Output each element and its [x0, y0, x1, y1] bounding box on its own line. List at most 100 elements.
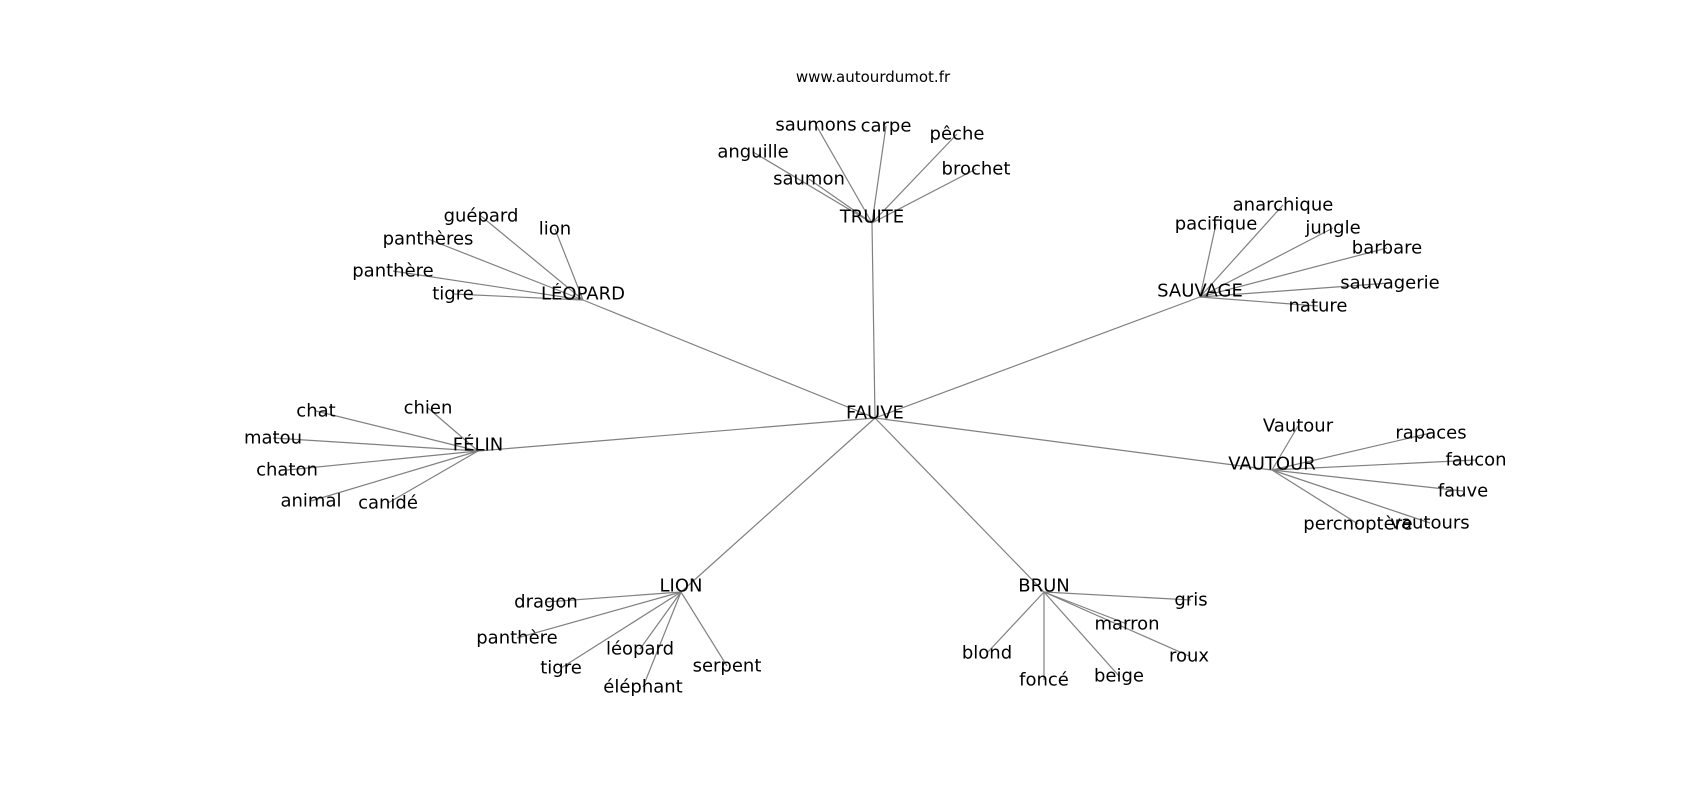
leaf-node: brochet	[942, 159, 1011, 180]
leaf-node: percnoptère	[1303, 514, 1412, 535]
edge-hub-to-leaf	[1271, 432, 1432, 471]
leaf-node: roux	[1169, 646, 1209, 667]
edge-hub-to-leaf	[516, 591, 682, 639]
leaf-node: sauvagerie	[1340, 273, 1439, 294]
edge-center-to-hub	[680, 417, 876, 593]
edge-hub-to-leaf	[1043, 591, 1120, 677]
leaf-node: chaton	[256, 460, 318, 481]
leaf-node: saumons	[775, 115, 856, 136]
leaf-node: beige	[1094, 666, 1144, 687]
hub-node: FÉLIN	[453, 434, 504, 456]
leaf-node: pêche	[930, 124, 985, 145]
leaf-node: rapaces	[1395, 423, 1466, 444]
edge-hub-to-leaf	[1199, 282, 1391, 298]
edge-hub-to-leaf	[680, 591, 728, 667]
leaf-node: chien	[404, 398, 453, 419]
leaf-node: marron	[1094, 614, 1159, 635]
leaf-node: canidé	[358, 493, 418, 514]
edge-hub-to-leaf	[427, 407, 479, 452]
leaf-node: vautours	[1390, 513, 1469, 534]
hub-node: SAUVAGE	[1157, 281, 1243, 302]
leaf-node: guépard	[444, 206, 519, 227]
edge-center-to-hub	[874, 417, 1045, 593]
leaf-node: panthères	[383, 229, 474, 250]
edge-hub-to-leaf	[554, 228, 584, 301]
leaf-node: léopard	[606, 639, 674, 660]
edge-hub-to-leaf	[1043, 591, 1190, 657]
leaf-node: barbare	[1352, 238, 1422, 259]
leaf-node: fauve	[1438, 481, 1489, 502]
hub-node: VAUTOUR	[1228, 454, 1316, 475]
edge-hub-to-leaf	[392, 270, 584, 301]
edge-hub-to-leaf	[1199, 227, 1334, 298]
hub-node: LÉOPARD	[541, 283, 625, 305]
edge-hub-to-leaf	[986, 591, 1045, 654]
edge-hub-to-leaf	[1199, 223, 1217, 298]
leaf-node: Vautour	[1263, 416, 1334, 437]
leaf-node: panthère	[476, 628, 557, 649]
center-node: FAUVE	[846, 403, 904, 424]
leaf-node: nature	[1289, 296, 1348, 317]
edge-hub-to-leaf	[1199, 296, 1319, 307]
edge-hub-to-leaf	[1271, 469, 1359, 525]
leaf-node: blond	[962, 643, 1012, 664]
edge-hub-to-leaf	[815, 124, 873, 224]
edge-hub-to-leaf	[315, 410, 479, 452]
leaf-node: serpent	[693, 656, 762, 677]
edge-hub-to-leaf	[427, 238, 584, 301]
leaf-node: foncé	[1019, 670, 1069, 691]
leaf-node: anarchique	[1233, 195, 1334, 216]
edge-hub-to-leaf	[1043, 591, 1128, 625]
edge-hub-to-leaf	[639, 591, 682, 650]
edge-hub-to-leaf	[1271, 469, 1464, 492]
leaf-node: saumon	[773, 169, 845, 190]
leaf-node: lion	[539, 219, 571, 240]
leaf-node: matou	[244, 428, 302, 449]
edge-hub-to-leaf	[1199, 204, 1284, 298]
edge-hub-to-leaf	[560, 591, 682, 669]
edge-hub-to-leaf	[387, 450, 479, 504]
leaf-node: jungle	[1304, 218, 1360, 239]
edge-hub-to-leaf	[1199, 247, 1388, 298]
edge-hub-to-leaf	[871, 133, 958, 224]
leaf-node: pacifique	[1175, 214, 1258, 235]
edge-hub-to-leaf	[871, 168, 977, 224]
hub-node: BRUN	[1018, 576, 1070, 597]
leaf-node: chat	[296, 401, 335, 422]
edge-hub-to-leaf	[752, 151, 873, 224]
leaf-node: anguille	[717, 142, 788, 163]
edge-hub-to-leaf	[480, 215, 584, 301]
edge-hub-to-leaf	[871, 125, 887, 224]
leaf-node: animal	[280, 491, 341, 512]
source-url: www.autourdumot.fr	[796, 68, 951, 86]
edge-hub-to-leaf	[1271, 459, 1477, 471]
edge-center-to-hub	[874, 296, 1201, 419]
hub-node: TRUITE	[839, 207, 904, 228]
leaf-node: gris	[1174, 590, 1207, 611]
leaf-node: éléphant	[603, 677, 682, 698]
edge-hub-to-leaf	[452, 293, 584, 301]
leaf-node: faucon	[1445, 450, 1506, 471]
leaf-node: dragon	[514, 592, 578, 613]
edge-hub-to-leaf	[642, 591, 682, 688]
edge-hub-to-leaf	[310, 450, 479, 502]
edge-hub-to-leaf	[545, 591, 682, 603]
edge-center-to-hub	[874, 417, 1273, 471]
edge-hub-to-leaf	[1271, 425, 1299, 471]
hub-node: LION	[660, 576, 703, 597]
edge-hub-to-leaf	[1271, 469, 1431, 524]
leaf-node: carpe	[861, 116, 912, 137]
edge-center-to-hub	[871, 222, 876, 419]
leaf-node: tigre	[540, 658, 582, 679]
edge-hub-to-leaf	[808, 178, 873, 224]
edge-hub-to-leaf	[286, 450, 479, 471]
leaf-node: tigre	[432, 284, 474, 305]
edge-hub-to-leaf	[272, 437, 479, 452]
edge-center-to-hub	[477, 417, 876, 452]
edge-center-to-hub	[582, 299, 876, 419]
edge-hub-to-leaf	[1043, 591, 1192, 601]
graph-edges	[272, 124, 1477, 688]
leaf-node: panthère	[352, 261, 433, 282]
